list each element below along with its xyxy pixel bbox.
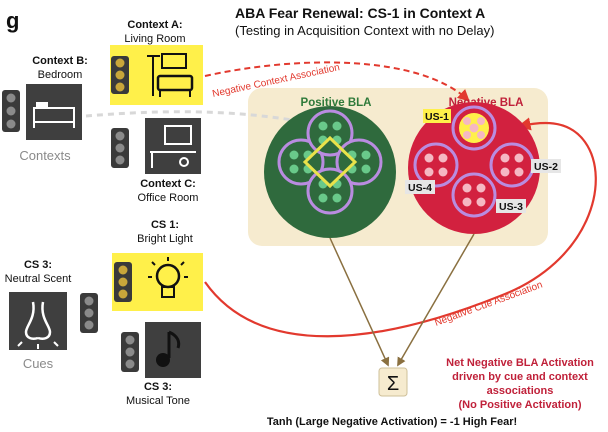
- result-line-2: driven by cue and context: [452, 371, 588, 383]
- figure-subtitle: (Testing in Acquisition Context with no …: [235, 23, 494, 38]
- cs3-tone-desc: Musical Tone: [126, 395, 190, 407]
- us2-label: US-2: [534, 161, 558, 173]
- us3-label: US-3: [499, 201, 523, 213]
- contexts-group-label: Contexts: [19, 148, 71, 163]
- context-b-desc: Bedroom: [38, 69, 83, 81]
- summation-box: [378, 367, 408, 397]
- context-b-gray-arrow: [85, 110, 329, 132]
- living-room-icon: [143, 48, 201, 104]
- light-bulb-icon: [148, 257, 188, 298]
- cs1-desc: Bright Light: [137, 233, 193, 245]
- bedroom-icon: [26, 84, 82, 140]
- traffic-light-icon: [121, 332, 139, 372]
- nose-icon: [9, 292, 67, 350]
- office-room-icon: [145, 118, 201, 174]
- context-association-arrow: [204, 61, 470, 102]
- traffic-light-icon: [80, 293, 98, 333]
- panel-letter: g: [6, 8, 19, 33]
- cs3-scent-desc: Neutral Scent: [5, 273, 72, 285]
- us2-label-bg: [531, 159, 561, 173]
- cues-group-label: Cues: [23, 356, 54, 371]
- traffic-light-icon: [2, 90, 20, 132]
- music-note-icon: [145, 322, 201, 378]
- us4-label: US-4: [408, 182, 432, 194]
- tanh-output-formula: Tanh (Large Negative Activation) = -1 Hi…: [267, 416, 517, 428]
- negative-to-sum-line: [397, 233, 475, 367]
- context-a-desc: Living Room: [124, 33, 185, 45]
- figure-title: ABA Fear Renewal: CS-1 in Context A: [235, 5, 485, 21]
- positive-neuron-cluster: [277, 109, 383, 215]
- result-line-4: (No Positive Activation): [458, 399, 581, 411]
- summation-symbol: Σ: [387, 373, 399, 395]
- cs3-tone-name: CS 3:: [144, 381, 172, 393]
- positive-to-sum-line: [329, 237, 390, 367]
- result-line-3: associations: [487, 385, 554, 397]
- cue-association-arrow: [204, 117, 597, 338]
- cs3-scent-name: CS 3:: [24, 259, 52, 271]
- cs1-name: CS 1:: [151, 219, 179, 231]
- us4-label-bg: [405, 180, 435, 194]
- context-b-name: Context B:: [32, 55, 88, 67]
- negative-neuron-cluster: [413, 105, 535, 218]
- traffic-light-icon: [111, 128, 129, 168]
- cue-association-label: Negative Cue Association: [433, 280, 544, 329]
- context-c-name: Context C:: [140, 178, 196, 190]
- us3-label-bg: [496, 199, 526, 213]
- result-line-1: Net Negative BLA Activation: [446, 357, 594, 369]
- context-a-name: Context A:: [127, 19, 182, 31]
- positive-bla-label: Positive BLA: [301, 97, 372, 109]
- context-c-desc: Office Room: [138, 192, 199, 204]
- traffic-light-icon: [114, 262, 132, 302]
- us1-label-bg: [423, 109, 451, 123]
- traffic-light-icon: [111, 56, 129, 94]
- us1-label: US-1: [425, 111, 449, 123]
